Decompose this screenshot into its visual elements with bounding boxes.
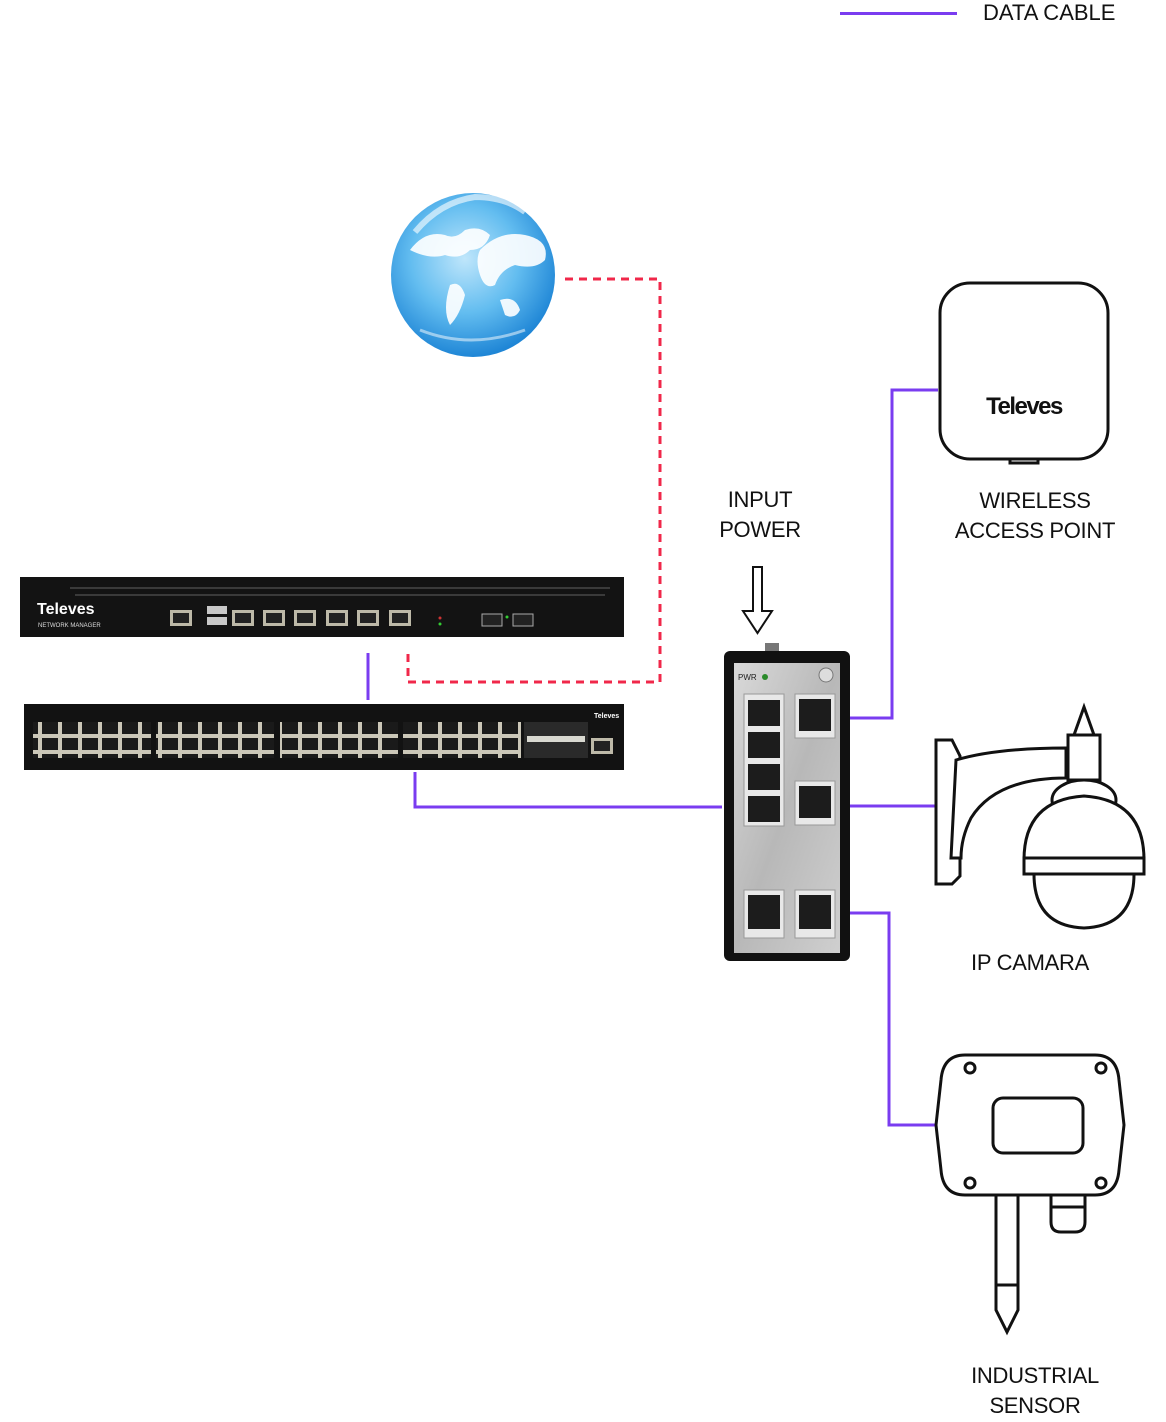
core-switch-device: [24, 704, 624, 770]
core-switch-brand: Televes: [594, 713, 619, 720]
wireless-ap-label-line2: ACCESS POINT: [954, 518, 1116, 543]
legend-data-cable-label: DATA CABLE: [983, 0, 1116, 25]
cable-industrial-to-sensor: [850, 911, 954, 1127]
industrial-sensor-label-line1: INDUSTRIAL: [971, 1363, 1099, 1388]
input-power-label-line1: INPUT: [727, 487, 793, 512]
wireless-ap-label-line1: WIRELESS: [979, 488, 1091, 513]
ip-camera-device: [934, 702, 1146, 930]
cable-switch-to-industrial: [413, 772, 722, 809]
wireless-ap-label: WIRELESS ACCESS POINT: [935, 486, 1135, 546]
industrial-sensor-label-line2: SENSOR: [989, 1393, 1081, 1418]
input-power-label-line2: POWER: [719, 517, 801, 542]
ip-camera-label-line1: IP CAMARA: [971, 950, 1089, 975]
input-power-label: INPUT POWER: [700, 485, 820, 545]
network-manager-brand: Televes: [37, 601, 95, 618]
industrial-switch-device: [724, 643, 850, 961]
cable-industrial-to-ap: [850, 388, 938, 720]
industrial-sensor-label: INDUSTRIAL SENSOR: [945, 1361, 1125, 1421]
network-manager-subtitle: NETWORK MANAGER: [38, 623, 101, 629]
access-point-device: [938, 281, 1110, 465]
industrial-sensor-device: [934, 1053, 1126, 1336]
legend-data-cable-swatch: [840, 12, 957, 15]
input-power-arrow-icon: [741, 566, 774, 635]
internet-link-line: [406, 277, 662, 684]
network-manager-device: [20, 577, 624, 637]
industrial-switch-pwr-label: PWR: [738, 673, 757, 682]
globe-icon: [391, 193, 555, 357]
access-point-brand: Televes: [986, 393, 1063, 420]
ip-camera-label: IP CAMARA: [950, 948, 1110, 978]
